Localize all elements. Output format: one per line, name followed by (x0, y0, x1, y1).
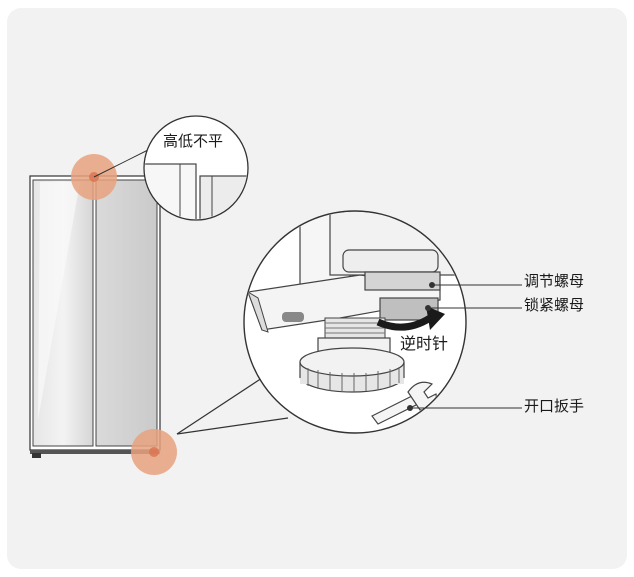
adjust-nut-label: 调节螺母 (524, 272, 585, 290)
wrench-label: 开口扳手 (524, 397, 585, 415)
counterclockwise-label: 逆时针 (400, 334, 449, 353)
refrigerator (29, 175, 161, 458)
lock-nut-label: 锁紧螺母 (524, 296, 585, 314)
counterclockwise-arrow-icon (376, 314, 432, 331)
uneven-label: 高低不平 (163, 132, 224, 150)
leveling-foot-magnifier (243, 210, 467, 434)
